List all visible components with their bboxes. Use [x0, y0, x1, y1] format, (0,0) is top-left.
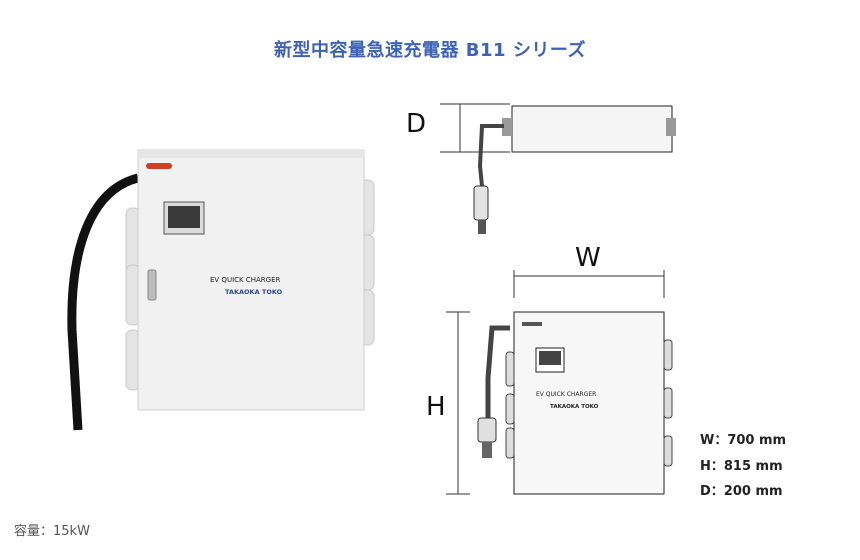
top-view-diagram	[440, 103, 676, 234]
page-title: 新型中容量急速充電器 B11 シリーズ	[274, 40, 586, 61]
dimension-depth-letter: D	[406, 109, 427, 139]
charging-logo-icon	[146, 163, 172, 169]
dimension-height-letter: H	[426, 392, 446, 422]
charger-photo: EV QUICK CHARGER TAKAOKA TOKO	[67, 149, 375, 431]
capacity-caption: 容量：15kW	[14, 524, 90, 539]
spec-depth: D：200 mm	[700, 484, 783, 499]
front-view-diagram: EV QUICK CHARGER TAKAOKA TOKO	[446, 270, 673, 495]
front-brand-label: EV QUICK CHARGER	[536, 391, 596, 398]
door-handle	[147, 269, 157, 301]
charging-cable	[67, 173, 140, 431]
front-maker-label: TAKAOKA TOKO	[550, 404, 599, 410]
spec-height: H：815 mm	[700, 459, 783, 474]
maker-label: TAKAOKA TOKO	[225, 288, 283, 296]
brand-label: EV QUICK CHARGER	[210, 276, 280, 284]
spec-width: W：700 mm	[700, 433, 787, 448]
dimension-width-letter: W	[575, 243, 601, 273]
